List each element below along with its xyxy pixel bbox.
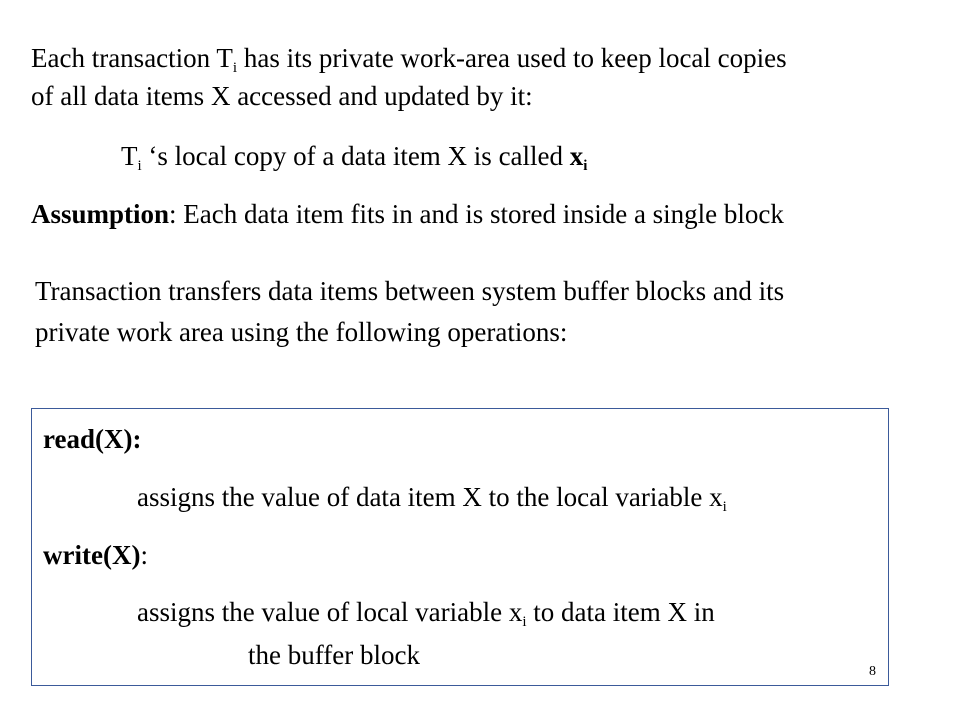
intro-line-1: Each transaction Ti has its private work…	[31, 42, 787, 76]
subscript: i	[137, 158, 142, 174]
read-op-name: read(X):	[43, 424, 142, 454]
operations-box	[31, 408, 889, 686]
intro-line-2: of all data items X accessed and updated…	[31, 81, 533, 111]
write-op-desc-line-1: assigns the value of local variable xi t…	[137, 597, 715, 630]
assumption-label: Assumption	[31, 199, 170, 229]
transfer-line-2: private work area using the following op…	[35, 317, 568, 347]
assumption-text: : Each data item fits in and is stored i…	[169, 199, 784, 229]
intro-text: Each transaction T	[31, 43, 233, 73]
local-copy-var: xi	[569, 141, 588, 174]
read-op-desc: assigns the value of data item X to the …	[137, 482, 727, 515]
local-copy-line: Ti ‘s local copy of a data item X is cal…	[121, 140, 588, 174]
write-op-name: write(X):	[43, 540, 148, 570]
local-copy-t: T	[121, 141, 138, 171]
local-copy-text: ‘s local copy of a data item X is called	[141, 141, 570, 171]
transfer-line-1: Transaction transfers data items between…	[35, 276, 785, 306]
assumption-line: Assumption: Each data item fits in and i…	[31, 198, 784, 230]
subscript: i	[232, 60, 238, 76]
intro-text: has its private work-area used to keep l…	[237, 43, 787, 73]
write-op-desc-line-2: the buffer block	[248, 640, 420, 670]
page-number: 8	[869, 664, 876, 679]
